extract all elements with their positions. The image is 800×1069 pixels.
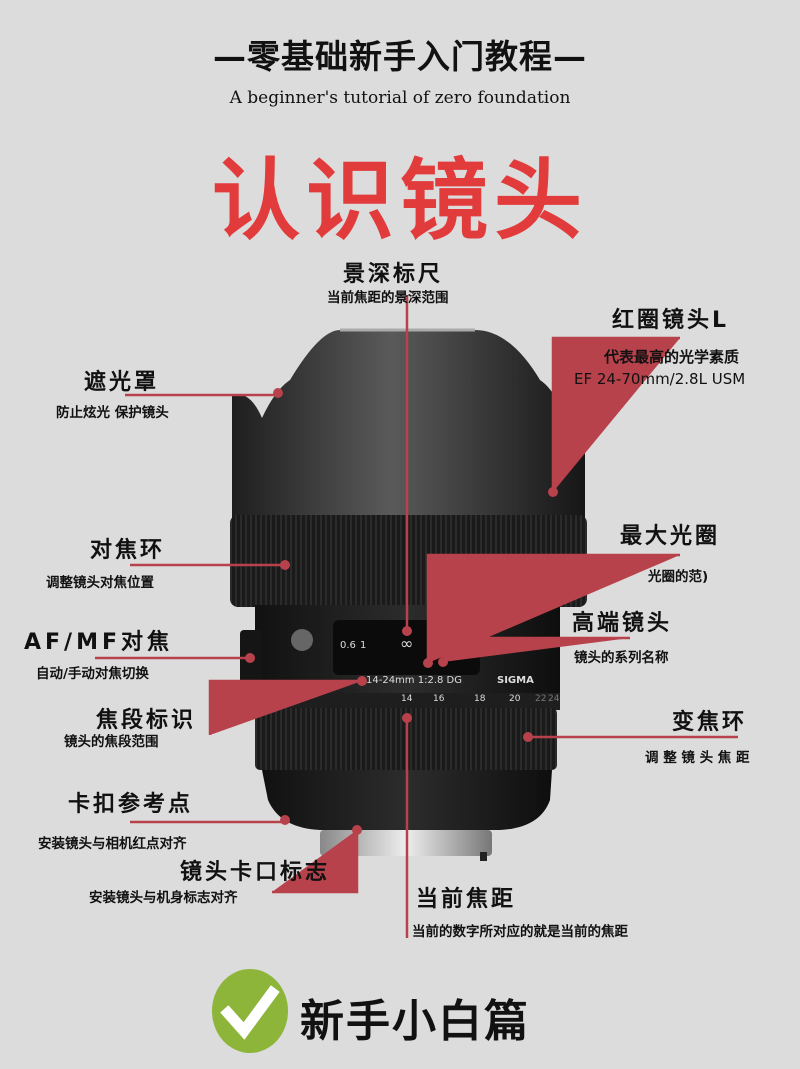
dof-scale-label: 景深标尺 [343, 262, 444, 287]
focal-mark-desc: 镜头的焦段范围 [64, 734, 159, 750]
zoom-scale-24: 24 [548, 694, 560, 704]
dof-scale-desc: 当前焦距的景深范围 [327, 290, 449, 306]
check-icon [212, 969, 288, 1053]
footer-label: 新手小白篇 [300, 996, 530, 1047]
zoom-ring-desc: 调 整 镜 头 焦 距 [645, 750, 750, 766]
max-aperture-desc: 光圈的范) [648, 569, 709, 585]
leader-high-end [441, 636, 630, 662]
hood-desc: 防止炫光 保护镜头 [56, 405, 169, 421]
page-subtitle: A beginner's tutorial of zero foundation [229, 88, 571, 108]
brand-marking: SIGMA [497, 675, 534, 686]
distance-0.6: 0.6 [340, 640, 356, 651]
af-mf-desc: 自动/手动对焦切换 [36, 666, 149, 682]
page-title: —零基础新手入门教程— [213, 37, 587, 76]
zoom-scale-18: 18 [474, 694, 486, 704]
current-focal-label: 当前焦距 [416, 887, 517, 912]
mount-ref-desc: 安装镜头与相机红点对齐 [38, 836, 187, 852]
high-end-desc: 镜头的系列名称 [574, 650, 669, 666]
focus-ring-desc: 调整镜头对焦位置 [46, 575, 154, 591]
high-end-label: 高端镜头 [572, 611, 673, 636]
red-ring-model: EF 24-70mm/2.8L USM [574, 370, 746, 388]
zoom-scale-22: 22 [535, 694, 547, 704]
zoom-ring-label: 变焦环 [672, 710, 748, 735]
zoom-scale-16: 16 [433, 694, 445, 704]
main-heading: 认识镜头 [211, 149, 588, 252]
leader-max-aperture [426, 553, 680, 663]
focus-ring-label: 对焦环 [90, 538, 166, 563]
zoom-scale-20: 20 [509, 694, 521, 704]
focal-mark-label: 焦段标识 [96, 708, 197, 733]
mount-mark-label: 镜头卡口标志 [180, 860, 331, 885]
distance-infinity: ∞ [400, 634, 414, 653]
leader-focal-mark [208, 679, 362, 735]
mount-mark-desc: 安装镜头与机身标志对齐 [89, 890, 238, 906]
leader-mount-mark [272, 830, 359, 894]
af-mf-label: AF/MF对焦 [24, 630, 174, 655]
zoom-scale-14: 14 [401, 694, 413, 704]
current-focal-desc: 当前的数字所对应的就是当前的焦距 [412, 924, 628, 940]
hood-label: 遮光罩 [84, 370, 160, 395]
mount-ref-label: 卡扣参考点 [68, 792, 194, 817]
art-badge [291, 629, 313, 651]
focal-range-marking: 14-24mm 1:2.8 DG [366, 675, 462, 686]
red-ring-desc: 代表最高的光学素质 [604, 348, 740, 366]
distance-1: 1 [360, 640, 367, 651]
max-aperture-label: 最大光圈 [620, 524, 721, 549]
red-ring-label: 红圈镜头L [612, 308, 730, 333]
leader-red-ring [551, 336, 680, 492]
